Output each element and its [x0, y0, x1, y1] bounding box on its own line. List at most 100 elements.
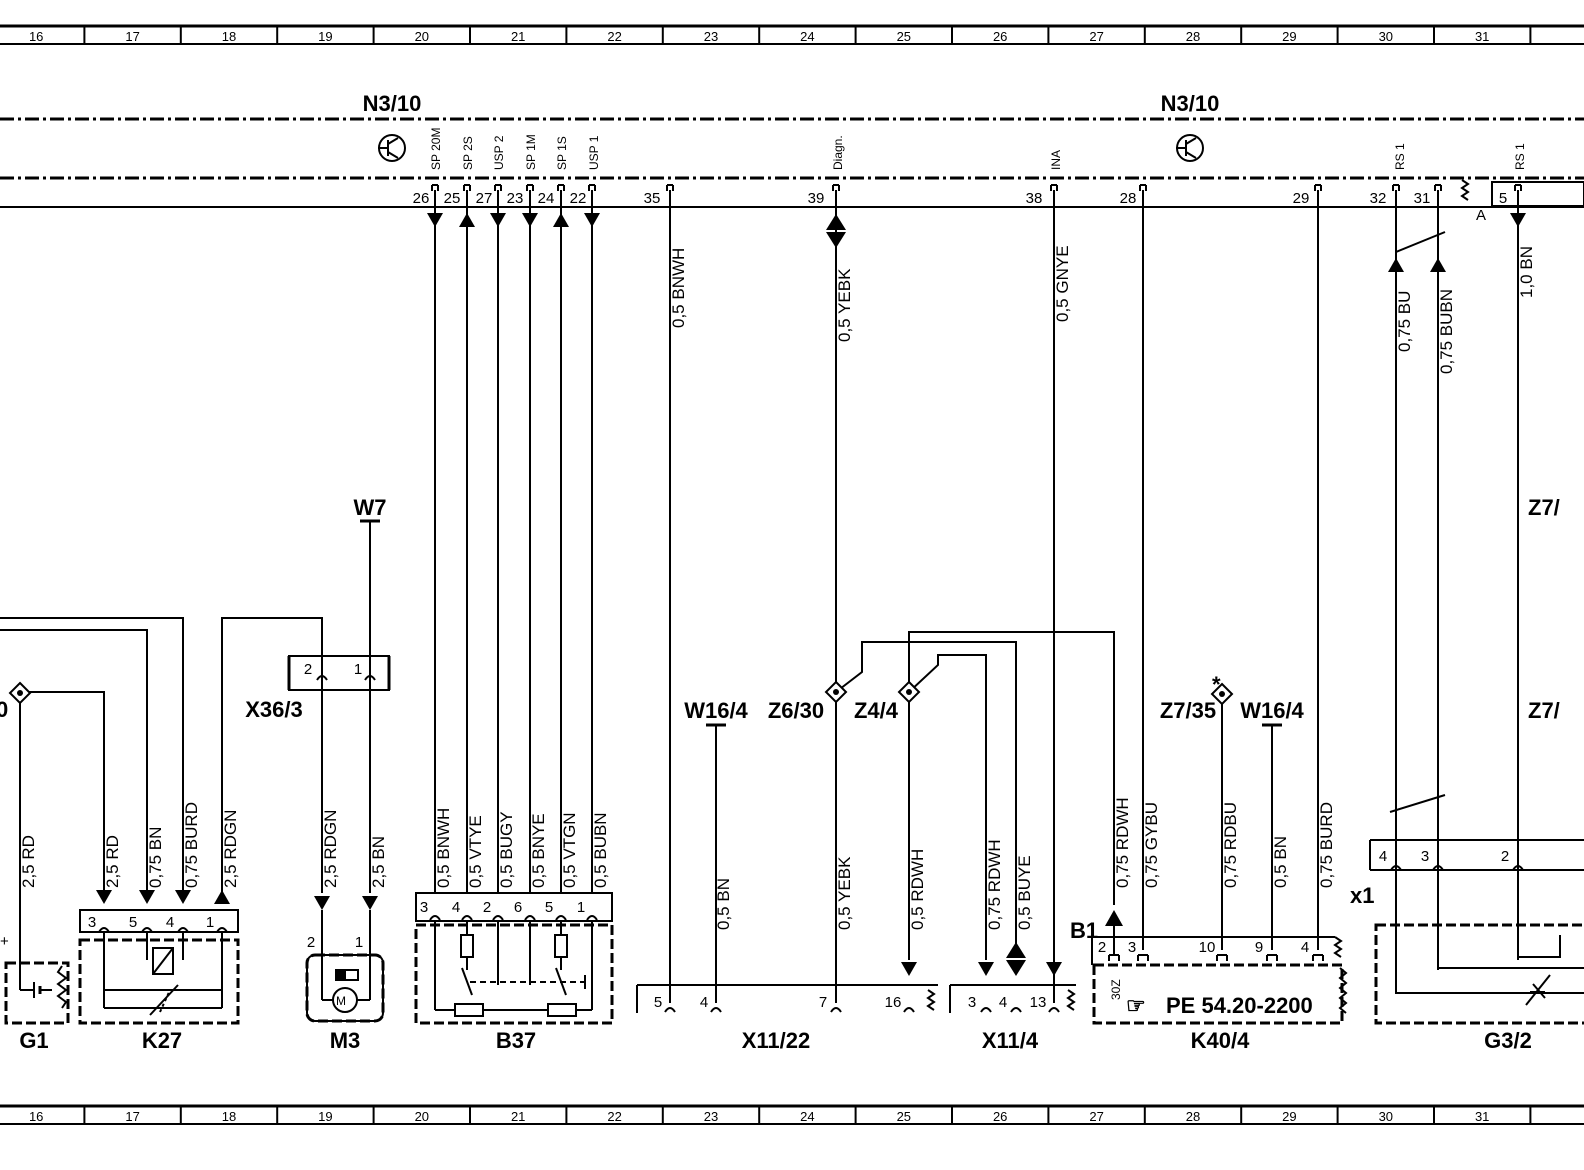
n310-outline	[0, 117, 1584, 208]
wire-label: 0,75 RDBU	[1221, 802, 1240, 888]
w16-4-right-label: W16/4	[1240, 698, 1304, 723]
b1-label: B1	[1070, 918, 1098, 943]
wire-label: 0,75 BURD	[182, 802, 201, 888]
signal-label: SP 20M	[429, 128, 443, 170]
grid-number: 31	[1475, 29, 1489, 44]
arrow-markers	[427, 213, 600, 227]
splice-dot	[833, 689, 839, 695]
pin-number: 9	[1255, 939, 1263, 956]
x11-4-pins: 3 4 13	[968, 994, 1047, 1011]
wire-labels-m3: 2,5 RDGN 2,5 BN	[321, 810, 388, 888]
grid-number: 27	[1089, 1109, 1103, 1124]
pin-number: 4	[166, 914, 174, 931]
g3-2-label: G3/2	[1484, 1028, 1532, 1053]
wire-label: 0,5 BN	[714, 878, 733, 930]
n310-label-right: N3/10	[1161, 91, 1220, 116]
pin-number: 2	[1098, 939, 1106, 956]
pin-number: 3	[1128, 939, 1136, 956]
signal-label: RS 1	[1393, 143, 1407, 170]
pe-reference-icon: ☞	[1126, 993, 1146, 1018]
pin-number: 4	[452, 899, 460, 916]
grid-number: 23	[704, 1109, 718, 1124]
grid-number: 24	[800, 29, 814, 44]
x36-3-connector	[287, 655, 391, 691]
grid-number: 18	[222, 1109, 236, 1124]
k40-pins: 2 3 10 9 4	[1098, 939, 1309, 956]
grid-number: 30	[1379, 29, 1393, 44]
pin-number: 26	[413, 190, 430, 207]
wire-label: 0,5 VTGN	[560, 812, 579, 888]
signal-label: SP 1M	[524, 134, 538, 170]
k40-4-relay-box	[1091, 936, 1348, 1025]
wire-label: 0,5 YEBK	[835, 856, 854, 930]
signal-label: Diagn.	[831, 135, 845, 170]
wire-label: 0,75 BN	[146, 827, 165, 888]
wire-label: 0,5 YEBK	[835, 268, 854, 342]
grid-number: 23	[704, 29, 718, 44]
wire-label: 0,5 BNWH	[434, 808, 453, 888]
grid-number: 20	[415, 1109, 429, 1124]
b37-sensor	[414, 892, 614, 1025]
wire-label: 0,5 BN	[1271, 836, 1290, 888]
pin-number: 1	[206, 914, 214, 931]
wire-label: 0,5 GNYE	[1053, 245, 1072, 322]
resistor-icon	[1460, 179, 1470, 201]
pin-number: 3	[1421, 848, 1429, 865]
pin-number: 3	[968, 994, 976, 1011]
k40-4-label: K40/4	[1191, 1028, 1250, 1053]
x1-label: x1	[1350, 883, 1374, 908]
pin-number: 4	[1379, 848, 1387, 865]
pin-number: 4	[999, 994, 1007, 1011]
pin-number: 2	[483, 899, 491, 916]
grid-number: 18	[222, 29, 236, 44]
wire-label: 2,5 RD	[103, 835, 122, 888]
grid-number: 26	[993, 1109, 1007, 1124]
grid-number: 29	[1282, 1109, 1296, 1124]
pin-number: 24	[538, 190, 555, 207]
n310-pin-stubs	[431, 184, 1522, 191]
wire-label: 2,5 BN	[369, 836, 388, 888]
pin-number: 35	[644, 190, 661, 207]
grid-number: 29	[1282, 29, 1296, 44]
arrow-marker	[1105, 910, 1123, 926]
k40-pin-stubs	[1108, 954, 1324, 961]
z6-30-label: Z6/30	[768, 698, 824, 723]
m3-label: M3	[330, 1028, 361, 1053]
x11-4-connector	[949, 984, 1076, 1013]
grid-number: 17	[125, 29, 139, 44]
b37-pins: 3 4 2 6 5 1	[420, 899, 585, 916]
pin-number: 10	[1199, 939, 1216, 956]
pin-number: 39	[808, 190, 825, 207]
left-wires	[0, 617, 323, 985]
label-a: A	[1476, 207, 1486, 224]
k40-pin-30z: 30Z	[1109, 979, 1123, 1000]
grid-number: 28	[1186, 1109, 1200, 1124]
k27-pins: 3 5 4 1	[88, 914, 214, 931]
grid-number: 25	[897, 1109, 911, 1124]
signal-label: SP 2S	[461, 136, 475, 170]
pin-number: 5	[129, 914, 137, 931]
pin-number: 1	[577, 899, 585, 916]
wire-label: 0,5 BUBN	[591, 812, 610, 888]
pin-number: 6	[514, 899, 522, 916]
wire-label: 2,5 RDGN	[221, 810, 240, 888]
pin-number: 3	[420, 899, 428, 916]
plus-sign: +	[0, 933, 9, 950]
pin-number: 16	[885, 994, 902, 1011]
pin-number: 38	[1026, 190, 1043, 207]
splice-wires	[835, 631, 1115, 960]
x11-4-label: X11/4	[982, 1028, 1039, 1053]
pin-number: 23	[507, 190, 524, 207]
wire-labels-k40: 0,75 RDWH 0,75 GYBU 0,75 RDBU 0,5 BN 0,7…	[1113, 797, 1336, 888]
grid-number: 19	[318, 1109, 332, 1124]
splice-dot	[17, 690, 23, 696]
star-mark: *	[1212, 672, 1221, 697]
wire-label: 1,0 BN	[1517, 246, 1536, 298]
motor-icon: M	[336, 994, 346, 1008]
g1-battery	[4, 961, 70, 1025]
left-cut-label: 0	[0, 697, 8, 722]
splice-dot	[906, 689, 912, 695]
grid-number: 24	[800, 1109, 814, 1124]
pin-number: 3	[88, 914, 96, 931]
wire-label: 0,75 BURD	[1317, 802, 1336, 888]
